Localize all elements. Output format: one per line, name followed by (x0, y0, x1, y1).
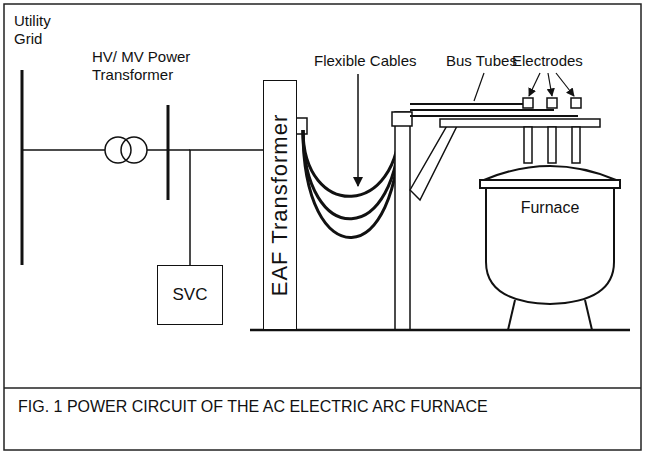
furnace-vessel: Furnace (478, 150, 622, 310)
figure-caption: FIG. 1 POWER CIRCUIT OF THE AC ELECTRIC … (18, 396, 578, 417)
caption-rule (4, 387, 641, 389)
roof-ring (480, 180, 620, 188)
transformer-box: EAF Transformer (263, 80, 297, 330)
furnace-outline (478, 150, 622, 310)
node-text: EAF Transformer (267, 114, 293, 296)
furnace-roof (484, 166, 616, 180)
electrode-arm (440, 119, 600, 127)
electrode-holder (547, 98, 557, 108)
mast-brace (410, 124, 458, 200)
feeder-line (168, 149, 190, 151)
furnace-shell (486, 188, 614, 304)
electrode (524, 127, 532, 163)
support-mast (395, 112, 410, 330)
electrode (548, 127, 556, 163)
flexible-cable (303, 120, 400, 196)
node-text: SVC (173, 285, 208, 305)
feeder-line (147, 149, 168, 151)
cable-clamp (392, 112, 412, 126)
figure-frame (4, 4, 641, 450)
bus-tube (410, 103, 530, 105)
flexible-cable (303, 120, 400, 238)
bus-connector (190, 150, 263, 265)
leader-arrow (556, 73, 574, 96)
svc-box: SVC (157, 265, 223, 325)
electrode (572, 127, 580, 163)
leader-arrow (357, 74, 359, 186)
leader-arrow (529, 73, 540, 96)
bus-tube (410, 109, 554, 111)
grid-bus (21, 70, 24, 265)
mv-bus (167, 105, 170, 200)
bus-tube (410, 115, 578, 117)
furnace-leg (508, 300, 515, 330)
transformer-label: HV/ MV Power Transformer (92, 48, 202, 84)
transformer-symbol (105, 137, 131, 163)
cables-label: Flexible Cables (314, 52, 434, 70)
electrode-holder (571, 98, 581, 108)
electrode-holder (523, 98, 533, 108)
furnace-leg (585, 300, 592, 330)
electrodes-label: Electrodes (512, 52, 602, 70)
grid-label: Utility Grid (14, 12, 70, 48)
node-text: Furnace (521, 199, 580, 217)
feeder-line (22, 149, 105, 151)
leader-arrow (548, 73, 552, 96)
transformer-symbol (121, 137, 147, 163)
floor-line (250, 329, 630, 332)
leader-line (474, 73, 484, 101)
